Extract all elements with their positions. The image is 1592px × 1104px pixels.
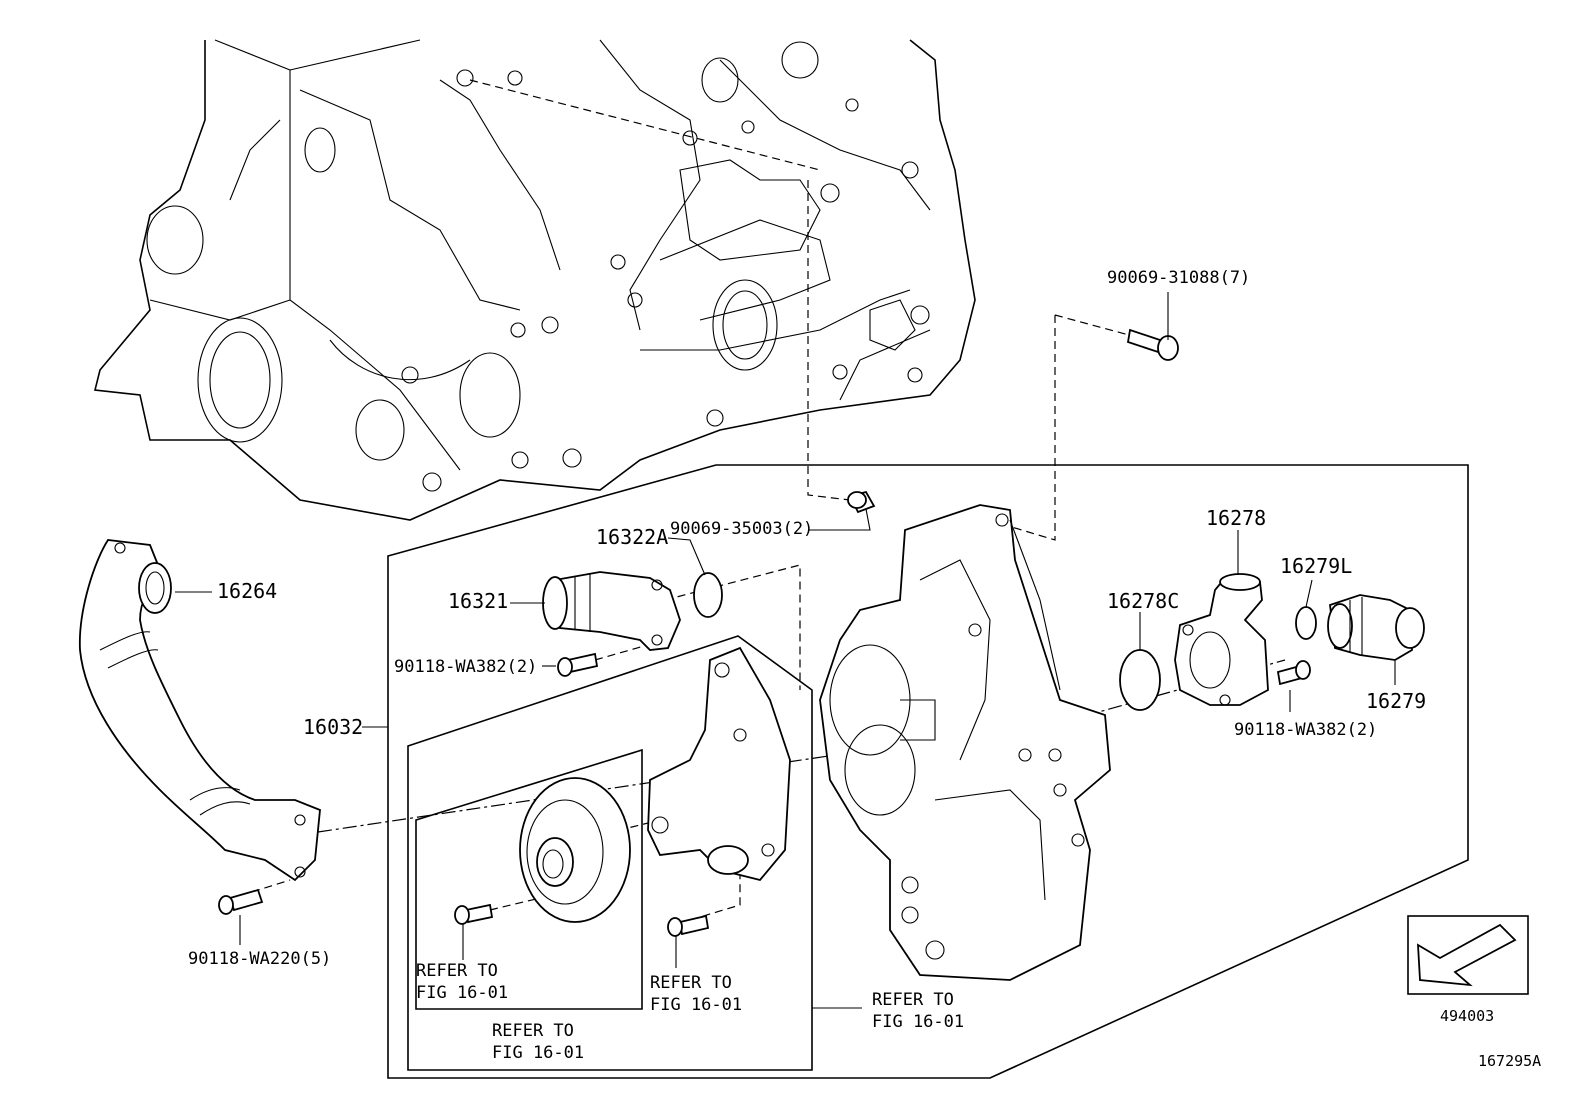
- label-bolt-wa382-right: 90118-WA382(2): [1234, 720, 1377, 740]
- bolt-wa220: [218, 888, 264, 915]
- bolt-wa382-right: [1276, 660, 1311, 686]
- label-bush-35003: 90069-35003(2): [670, 519, 813, 539]
- labels: 90069-31088(7) 90069-35003(2) 16322A 163…: [188, 268, 1541, 1070]
- label-bolt-wa220: 90118-WA220(5): [188, 949, 331, 969]
- label-bolt-wa382-left: 90118-WA382(2): [394, 657, 537, 677]
- refer-inner-line2: FIG 16-01: [416, 983, 508, 1003]
- bolt-wa382-left: [557, 652, 599, 677]
- front-ref-code: 494003: [1440, 1007, 1494, 1025]
- gasket-16278c: [1119, 649, 1161, 711]
- label-16278c: 16278C: [1107, 589, 1179, 613]
- water-outlet-16321: [542, 571, 681, 651]
- timing-cover-housing: [819, 504, 1111, 981]
- pulley: [519, 777, 631, 923]
- label-16321: 16321: [448, 589, 508, 613]
- label-16279: 16279: [1366, 689, 1426, 713]
- bolt-31088: [1126, 328, 1179, 361]
- label-16264: 16264: [217, 579, 277, 603]
- gasket-16279l: [1295, 606, 1317, 640]
- label-16032: 16032: [303, 715, 363, 739]
- water-pipe-16264: [79, 539, 321, 882]
- refer-mid-line1: REFER TO: [650, 973, 732, 993]
- water-pump: [647, 646, 791, 882]
- assembly-outline-16032: [387, 464, 1469, 1079]
- label-16322a: 16322A: [596, 525, 668, 549]
- thermostat-16279: [1327, 594, 1425, 661]
- leader-lines: [175, 292, 1396, 1009]
- refer-right-line2: FIG 16-01: [872, 1012, 964, 1032]
- refer-right-line1: REFER TO: [872, 990, 954, 1010]
- pulley-bolt: [454, 903, 494, 925]
- engine-block: [94, 39, 976, 521]
- refer-bottom-line2: FIG 16-01: [492, 1043, 584, 1063]
- label-16278: 16278: [1206, 506, 1266, 530]
- pump-bolt: [667, 914, 710, 937]
- bush-35003: [847, 490, 876, 514]
- label-bolt-31088: 90069-31088(7): [1107, 268, 1250, 288]
- refer-bottom-line1: REFER TO: [492, 1021, 574, 1041]
- label-16279l: 16279L: [1280, 554, 1352, 578]
- illustration-code: 167295A: [1478, 1052, 1541, 1070]
- gasket-16322a: [693, 572, 723, 618]
- front-direction-icon: [1407, 915, 1529, 995]
- refer-mid-line2: FIG 16-01: [650, 995, 742, 1015]
- refer-inner-line1: REFER TO: [416, 961, 498, 981]
- thermostat-housing-16278: [1174, 573, 1269, 706]
